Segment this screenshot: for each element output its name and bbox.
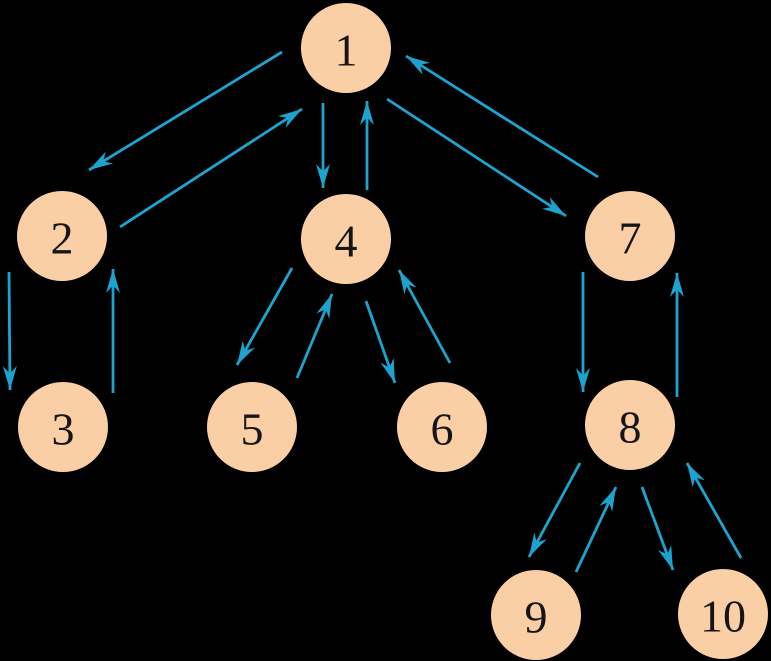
edge-arrow-5-to-4	[295, 293, 334, 379]
edge-arrow-4-to-5	[235, 267, 294, 366]
graph-node-10: 10	[677, 568, 769, 660]
edge-arrow-1-to-7	[386, 97, 567, 218]
graph-node-3: 3	[17, 381, 109, 473]
edge-arrow-8-to-10	[640, 486, 675, 571]
graph-node-7: 7	[584, 190, 676, 282]
edge-arrow-7-to-1	[405, 54, 599, 179]
graph-node-1: 1	[300, 2, 392, 94]
graph-node-6: 6	[396, 381, 488, 473]
edge-arrow-2-to-3	[2, 271, 17, 391]
node-label-4: 4	[335, 216, 358, 267]
node-label-3: 3	[52, 404, 75, 455]
edge-arrow-1-to-2	[88, 50, 283, 172]
node-circle-2	[16, 190, 108, 282]
graph-node-4: 4	[300, 193, 392, 285]
graph-node-9: 9	[490, 569, 582, 661]
edge-arrow-6-to-4	[397, 269, 452, 364]
node-circle-5	[206, 381, 298, 473]
edge-arrow-2-to-1	[119, 107, 303, 229]
node-label-9: 9	[525, 592, 548, 643]
edge-arrow-4-to-6	[364, 300, 397, 384]
node-label-7: 7	[619, 213, 642, 264]
node-circle-7	[584, 190, 676, 282]
node-label-6: 6	[431, 404, 454, 455]
node-label-2: 2	[51, 213, 74, 264]
node-circle-6	[396, 381, 488, 473]
node-circle-8	[584, 379, 676, 471]
node-label-5: 5	[241, 404, 264, 455]
nodes-layer: 1 2 3 4 5 6 7 8 9 10	[16, 2, 769, 661]
node-circle-4	[300, 193, 392, 285]
graph-node-2: 2	[16, 190, 108, 282]
node-label-10: 10	[700, 591, 746, 642]
node-label-1: 1	[335, 25, 358, 76]
node-circle-3	[17, 381, 109, 473]
node-circle-10	[677, 568, 769, 660]
edge-arrow-8-to-9	[527, 462, 582, 558]
graph-node-5: 5	[206, 381, 298, 473]
node-circle-1	[300, 2, 392, 94]
edge-arrow-9-to-8	[574, 486, 618, 573]
node-label-8: 8	[619, 402, 642, 453]
edge-arrow-10-to-8	[685, 462, 743, 559]
graph-node-8: 8	[584, 379, 676, 471]
edges-layer	[2, 50, 743, 573]
